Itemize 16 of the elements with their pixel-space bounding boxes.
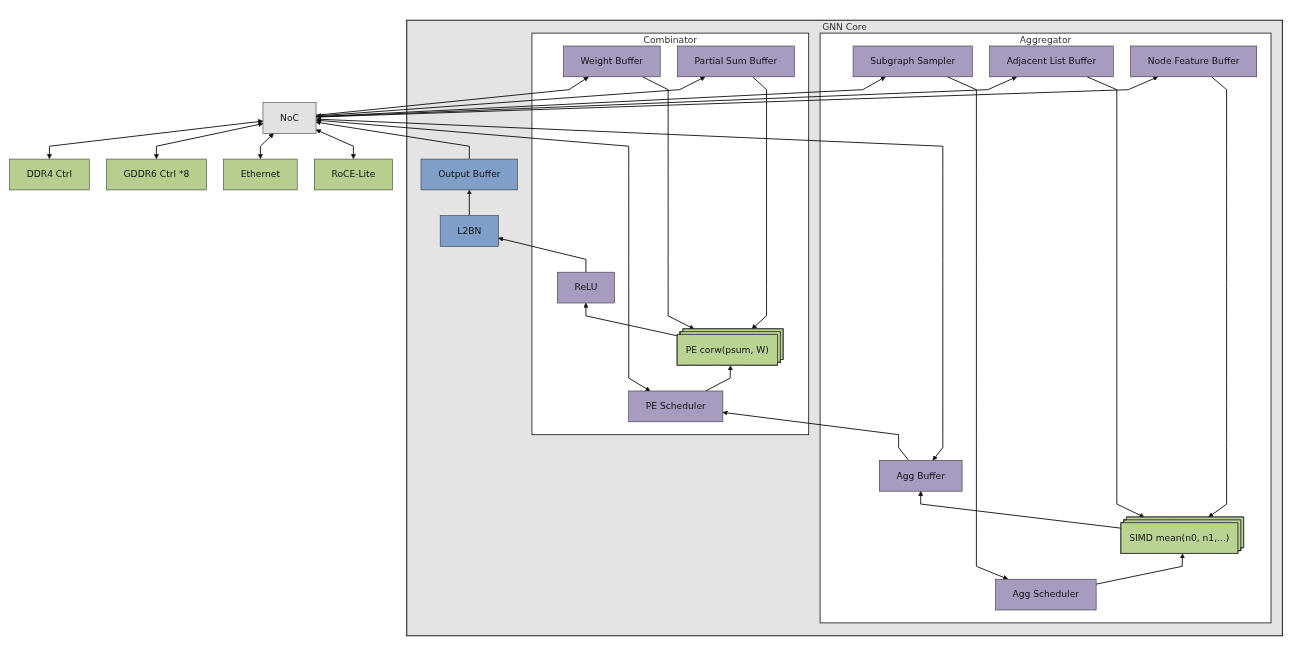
node-box: Output Buffer [420, 158, 518, 191]
node-box: Agg Scheduler [995, 578, 1097, 611]
node-box: Weight Buffer [563, 45, 661, 78]
node-box: Adjacent List Buffer [989, 45, 1114, 78]
node-box: Ethernet [223, 158, 298, 191]
node-box: GDDR6 Ctrl *8 [106, 158, 207, 191]
node-box: PE Scheduler [628, 390, 724, 423]
node-box: NoC [262, 102, 317, 134]
node-box: Subgraph Sampler [852, 45, 973, 78]
node-box: Node Feature Buffer [1130, 45, 1257, 78]
node-box: ReLU [557, 271, 615, 304]
node-box: Partial Sum Buffer [677, 45, 795, 78]
node-box: RoCE-Lite [314, 158, 393, 191]
node-box: Agg Buffer [879, 460, 963, 492]
node-box: DDR4 Ctrl [9, 158, 90, 191]
node-box: L2BN [439, 215, 499, 247]
